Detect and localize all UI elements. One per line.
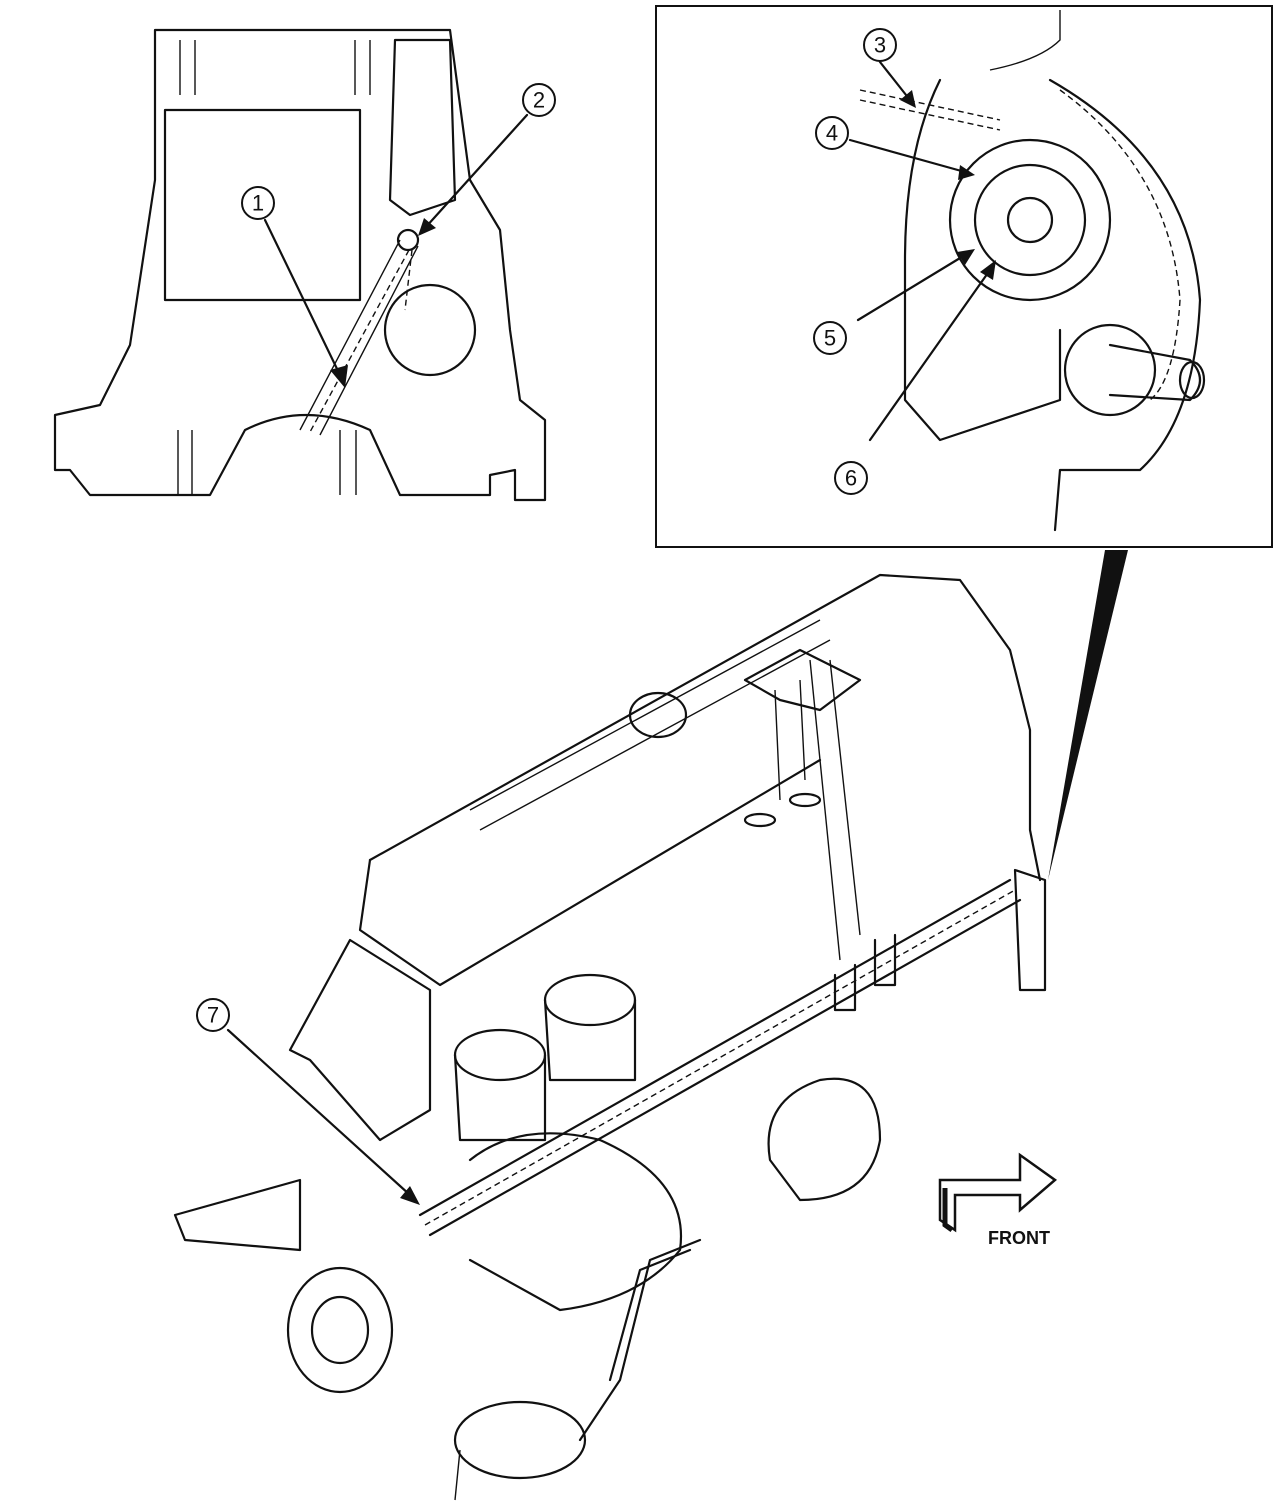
callout-5: 5 xyxy=(813,321,847,355)
svg-text:5: 5 xyxy=(824,326,836,351)
svg-text:4: 4 xyxy=(826,121,838,146)
svg-text:1: 1 xyxy=(252,191,264,216)
callout-3: 3 xyxy=(863,28,897,62)
svg-text:7: 7 xyxy=(207,1003,219,1028)
timing-chain-inset xyxy=(859,10,1206,532)
callout-1: 1 xyxy=(241,186,275,220)
inset-frame xyxy=(655,5,1273,548)
front-label: FRONT xyxy=(988,1228,1050,1248)
block-cross-section xyxy=(53,28,547,502)
callout-7: 7 xyxy=(196,998,230,1032)
callout-6: 6 xyxy=(834,461,868,495)
svg-text:6: 6 xyxy=(845,466,857,491)
svg-text:3: 3 xyxy=(874,33,886,58)
callout-2: 2 xyxy=(522,83,556,117)
callout-4: 4 xyxy=(815,116,849,150)
inset-pointer xyxy=(1048,550,1128,880)
front-direction-arrow: FRONT xyxy=(938,1152,1058,1248)
engine-assembly xyxy=(173,573,1047,1501)
svg-text:2: 2 xyxy=(533,88,545,113)
leader-lines xyxy=(226,60,996,1205)
